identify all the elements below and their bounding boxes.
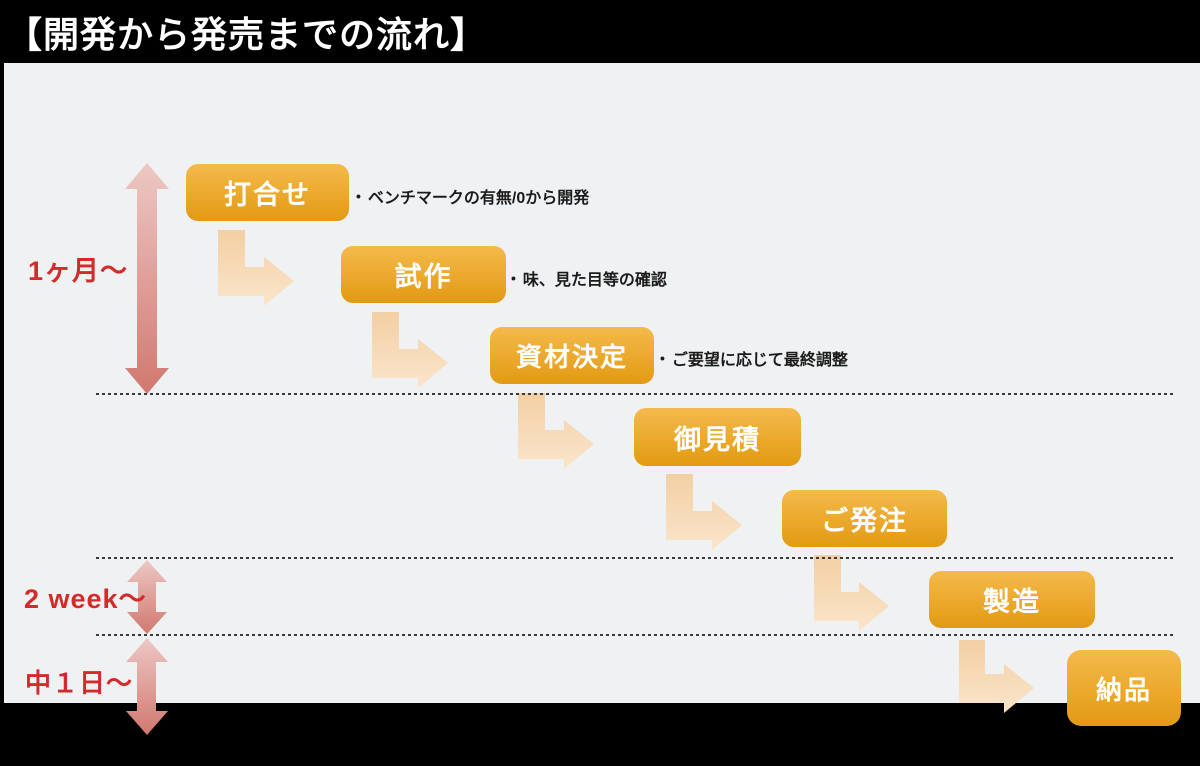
flow-arrows-layer xyxy=(125,163,1034,735)
flow-elbow-arrow-5 xyxy=(814,555,889,631)
step-note-text: ご要望に応じて最終調整 xyxy=(671,352,848,369)
step-label-manufacturing: 製造 xyxy=(983,587,1041,617)
step-label-prototype: 試作 xyxy=(394,262,453,292)
step-note-text: ベンチマークの有無/0から開発 xyxy=(367,190,590,207)
step-box-materials-decision: 資材決定 xyxy=(490,327,654,384)
bullet-icon: • xyxy=(660,350,665,366)
duration-label-1day: 中１日〜 xyxy=(25,668,134,698)
step-box-prototype: 試作 xyxy=(341,246,506,303)
bullet-icon: • xyxy=(356,188,361,204)
step-label-order: ご発注 xyxy=(821,506,908,536)
phase-divider-1 xyxy=(96,393,1174,395)
step-label-materials-decision: 資材決定 xyxy=(515,342,628,372)
step-box-quotation: 御見積 xyxy=(634,408,801,466)
phase-divider-3 xyxy=(96,634,1174,636)
duration-label-2week: 2 week〜 xyxy=(24,584,147,614)
bullet-icon: • xyxy=(511,270,516,286)
flow-elbow-arrow-4 xyxy=(666,474,742,550)
duration-arrow-1month xyxy=(125,163,169,394)
step-note-meeting: • ベンチマークの有無/0から開発 xyxy=(356,184,589,208)
step-label-quotation: 御見積 xyxy=(674,424,761,455)
step-note-materials-decision: • ご要望に応じて最終調整 xyxy=(660,346,848,370)
flow-elbow-arrow-2 xyxy=(372,312,448,388)
step-label-delivery: 納品 xyxy=(1095,674,1152,705)
duration-label-1month: 1ヶ月〜 xyxy=(28,256,129,286)
flow-elbow-arrow-6 xyxy=(959,640,1034,713)
diagram-panel: 打合せ 試作 資材決定 御見積 ご発注 製造 納品 • ベンチマークの有無/0か… xyxy=(4,63,1200,735)
step-box-order: ご発注 xyxy=(782,490,947,547)
phase-divider-2 xyxy=(96,557,1174,559)
step-box-manufacturing: 製造 xyxy=(929,571,1095,628)
flow-elbow-arrow-3 xyxy=(518,393,594,469)
page-title: 【開発から発売までの流れ】 xyxy=(6,14,488,55)
flow-elbow-arrow-1 xyxy=(218,230,294,306)
step-note-prototype: • 味、見た目等の確認 xyxy=(511,266,667,290)
step-label-meeting: 打合せ xyxy=(224,180,311,210)
step-box-meeting: 打合せ xyxy=(186,164,349,221)
step-note-text: 味、見た目等の確認 xyxy=(522,272,667,289)
step-box-delivery: 納品 xyxy=(1067,650,1181,726)
